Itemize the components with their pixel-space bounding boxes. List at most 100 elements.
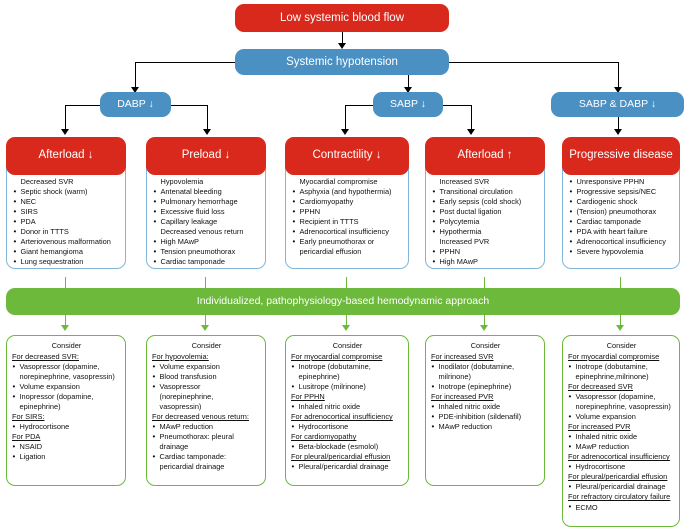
branch-header[interactable]: Contractility ↓ <box>285 137 409 175</box>
branch-header[interactable]: Progressive disease <box>562 137 680 175</box>
list-item: Vasopressor <box>152 382 261 393</box>
list-section-heading: For hypovolemia: <box>152 352 209 362</box>
list-item: Inotrope (dobutamine, <box>568 362 675 373</box>
list-item: Antenatal bleeding <box>153 187 260 198</box>
list-item: SIRS <box>13 207 120 218</box>
arrowhead-progressive <box>613 129 622 135</box>
consider-card-decreased-svr: Consider For decreased SVR:Vasopressor (… <box>6 335 126 486</box>
list-item: Vasopressor (dopamine, <box>12 362 121 373</box>
list-item: Pulmonary hemorrhage <box>153 197 260 208</box>
consider-card-progressive: Consider For myocardial compromise Inotr… <box>562 335 680 527</box>
list-item-continuation: epinephrine) <box>298 372 340 382</box>
consider-title: Consider <box>191 341 222 350</box>
node-systemic-hypotension[interactable]: Systemic hypotension <box>235 49 449 75</box>
list-section-heading: For myocardial compromise <box>291 352 383 362</box>
list-item: PPHN <box>432 247 539 258</box>
connector-approach-to-consider4 <box>484 315 486 327</box>
branch-header[interactable]: Afterload ↑ <box>425 137 545 175</box>
approach-bar[interactable]: Individualized, pathophysiology-based he… <box>6 288 680 315</box>
connector-approach-to-consider1 <box>65 315 67 327</box>
list-item: Giant hemangioma <box>13 247 120 258</box>
list-item: Cardiac tamponade <box>153 257 260 268</box>
list-item: Pleural/pericardial drainage <box>291 462 404 473</box>
list-item: Hydrocortisone <box>568 462 675 473</box>
list-item: Capillary leakage <box>153 217 260 228</box>
list-item: Inotrope (dobutamine, <box>291 362 404 373</box>
node-sabp-and-dabp[interactable]: SABP & DABP ↓ <box>551 92 684 117</box>
list-item: Arteriovenous malformation <box>13 237 120 248</box>
branch-body: Decreased SVRSeptic shock (warm)NECSIRSP… <box>6 165 126 269</box>
node-low-systemic-blood-flow[interactable]: Low systemic blood flow <box>235 4 449 32</box>
list-item: NSAID <box>12 442 121 453</box>
list-section-heading: For decreased venous return: <box>152 412 249 422</box>
node-label: SABP ↓ <box>390 97 426 110</box>
list-section-heading: For decreased SVR: <box>12 352 79 362</box>
list-item: (Tension) pneumothorax <box>569 207 674 218</box>
list-item: Inotrope (epinephrine) <box>431 382 540 393</box>
connector-branch1-to-approach <box>65 277 67 289</box>
list-item-continuation: pericardial effusion <box>299 247 362 257</box>
connector-approach-to-consider2 <box>205 315 207 327</box>
list-item-continuation: vasopressin) <box>159 402 202 412</box>
consider-title: Consider <box>51 341 82 350</box>
node-sabp[interactable]: SABP ↓ <box>373 92 443 117</box>
list-section-heading: For decreased SVR <box>568 382 633 392</box>
list-item: Pneumothorax: pleural <box>152 432 261 443</box>
list-section-heading: For increased SVR <box>431 352 494 362</box>
list-item-continuation: epinephrine) <box>19 402 61 412</box>
arrowhead-preload-down <box>202 129 211 135</box>
branch-header[interactable]: Afterload ↓ <box>6 137 126 175</box>
list-item: Volume expansion <box>568 412 675 423</box>
list-item: Post ductal ligation <box>432 207 539 218</box>
list-section-heading: For pleural/pericardial effusion <box>291 452 391 462</box>
list-section-heading: For pleural/pericardial effusion <box>568 472 668 482</box>
branch-header[interactable]: Preload ↓ <box>146 137 266 175</box>
branch-card-preload-down: Preload ↓ HypovolemiaAntenatal bleedingP… <box>146 137 266 269</box>
list-item: ECMO <box>568 502 675 513</box>
list-item: Adrenocortical insufficiency <box>292 227 403 238</box>
node-label: Systemic hypotension <box>286 55 398 68</box>
list-item: PDA with heart failure <box>569 227 674 238</box>
connector-sabp-split-right <box>443 104 471 106</box>
list-item: Blood transfusion <box>152 372 261 383</box>
connector-drop-sabp <box>407 75 409 89</box>
list-item: Beta-blockade (esmolol) <box>291 442 404 453</box>
list-item: Polycytemia <box>432 217 539 228</box>
arrowhead-contractility <box>341 129 349 135</box>
list-item: Lusitrope (milrinone) <box>291 382 404 393</box>
list-item: Vasopressor (dopamine, <box>568 392 675 403</box>
list-item: Inhaled nitric oxide <box>291 402 404 413</box>
list-item: High MAwP <box>153 237 260 248</box>
list-item: PDE-inhibition (sildenafil) <box>431 412 540 423</box>
connector-drop-dabp <box>135 61 137 90</box>
list-item: Asphyxia (and hypothermia) <box>292 187 403 198</box>
arrowhead-sabp-dabp <box>613 87 622 93</box>
connector-root-to-hypotension <box>341 32 343 45</box>
arrowhead-sabp <box>403 87 412 93</box>
branch-title: Afterload ↑ <box>457 149 513 162</box>
list-item-continuation: drainage <box>159 442 189 452</box>
branch-list: Increased SVRTransitional circulationEar… <box>432 177 539 268</box>
list-item: PPHN <box>292 207 403 218</box>
branch-list: Unresponsive PPHNProgressive sepsis/NECC… <box>569 176 674 257</box>
list-group-label: Decreased SVR <box>20 177 74 186</box>
list-item: Hydrocortisone <box>12 422 121 433</box>
list-item: Lung sequestration <box>13 257 120 268</box>
list-item: Unresponsive PPHN <box>569 176 674 187</box>
list-item: Inhaled nitric oxide <box>431 402 540 413</box>
connector-branch3-to-approach <box>346 277 348 289</box>
arrowhead-root-to-hypotension <box>337 43 346 49</box>
connector-dabp-right-drop <box>206 104 208 132</box>
list-item: Transitional circulation <box>432 187 539 198</box>
consider-list: For decreased SVR:Vasopressor (dopamine,… <box>12 352 121 463</box>
list-item: Cardiogenic shock <box>569 197 674 208</box>
branch-title: Progressive disease <box>569 149 673 162</box>
node-dabp[interactable]: DABP ↓ <box>100 92 171 117</box>
list-item: Early sepsis (cold shock) <box>432 197 539 208</box>
list-item: Hypothermia <box>432 227 539 238</box>
connector-drop-sabp-dabp <box>617 61 619 90</box>
list-item: Inopressor (dopamine, <box>12 392 121 403</box>
consider-title: Consider <box>332 341 363 350</box>
list-item: Cardiomyopathy <box>292 197 403 208</box>
